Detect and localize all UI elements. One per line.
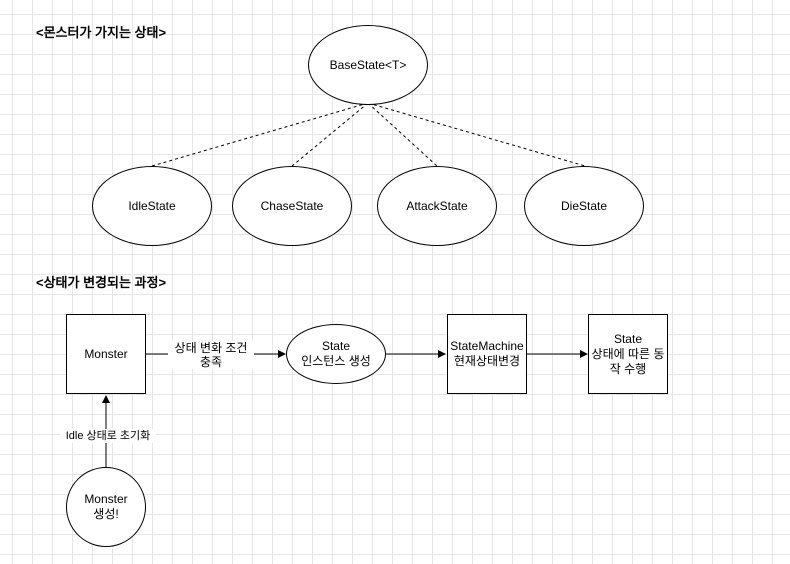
inheritance-line-idle (151, 102, 369, 167)
chase-state-label: ChaseState (260, 198, 324, 213)
state-instance-label: State 인스턴스 생성 (301, 339, 371, 368)
base-state-label: BaseState<T> (329, 57, 407, 72)
state-machine-node[interactable]: StateMachine 현재상태변경 (447, 314, 527, 394)
monster-node[interactable]: Monster (66, 314, 146, 394)
attack-state-node[interactable]: AttackState (377, 166, 497, 246)
states-section-title: <몬스터가 가지는 상태> (36, 25, 167, 40)
die-state-node[interactable]: DieState (524, 166, 644, 246)
idle-state-node[interactable]: IdleState (92, 166, 212, 246)
chase-state-node[interactable]: ChaseState (232, 166, 352, 246)
condition-edge-label: 상태 변화 조건 충족 (168, 341, 254, 369)
die-state-label: DieState (560, 198, 608, 213)
state-instance-node[interactable]: State 인스턴스 생성 (286, 324, 386, 384)
base-state-node[interactable]: BaseState<T> (308, 25, 428, 105)
transition-section-title: <상태가 변경되는 과정> (36, 275, 167, 290)
monster-label: Monster (84, 346, 128, 361)
inheritance-line-chase (291, 102, 369, 167)
monster-created-node[interactable]: Monster 생성! (66, 467, 146, 547)
init-edge-label: Idle 상태로 초기화 (60, 429, 156, 443)
state-machine-label: StateMachine 현재상태변경 (450, 339, 524, 368)
state-action-node[interactable]: State 상태에 따른 동 작 수행 (588, 314, 668, 394)
inheritance-line-attack (367, 102, 438, 167)
inheritance-line-die (367, 102, 586, 167)
monster-created-label: Monster 생성! (84, 492, 128, 521)
attack-state-label: AttackState (406, 198, 468, 213)
state-action-label: State 상태에 따른 동 작 수행 (591, 331, 665, 376)
idle-state-label: IdleState (128, 198, 176, 213)
